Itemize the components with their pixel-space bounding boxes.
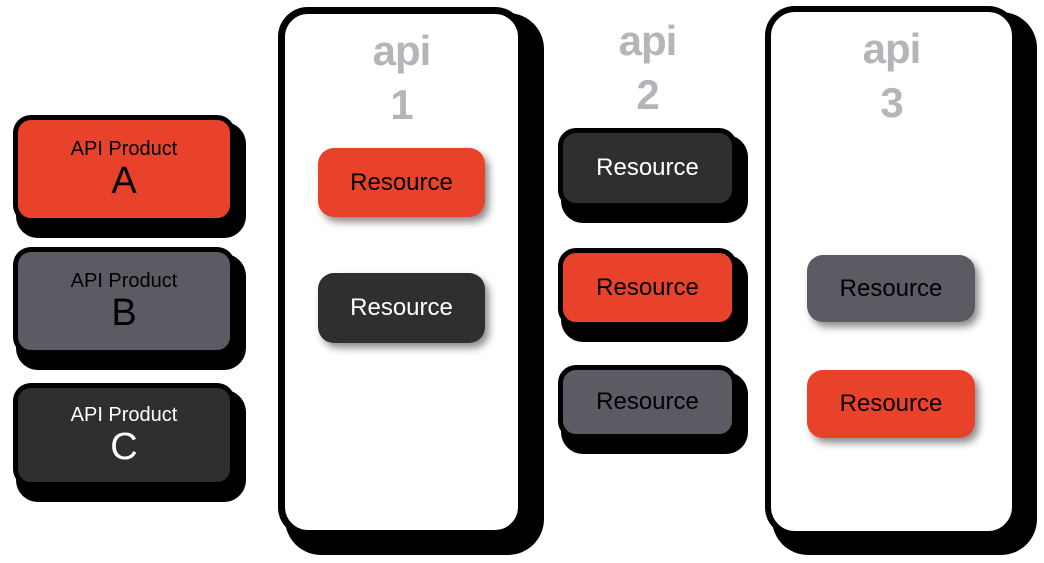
api-3-heading-word: api	[862, 25, 922, 72]
api-2-heading-number: 2	[636, 71, 659, 118]
api-2-resource-1: Resource	[558, 128, 737, 208]
api-product-c-letter: C	[110, 426, 138, 468]
api-1-heading: api 1	[285, 24, 518, 132]
api-2-heading: api 2	[558, 14, 737, 122]
api-product-c-label: API Product	[70, 404, 178, 426]
api-product-c-box: API Product C	[13, 383, 235, 487]
api-3-heading-number: 3	[880, 79, 903, 126]
api-1-resource-1: Resource	[318, 148, 485, 217]
api-2-resource-3: Resource	[558, 365, 737, 439]
api-3-resource-2: Resource	[807, 370, 975, 438]
api-1-heading-number: 1	[390, 81, 413, 128]
api-product-b-box: API Product B	[13, 247, 235, 355]
api-3-heading: api 3	[771, 22, 1012, 130]
api-1-resource-2: Resource	[318, 273, 485, 343]
api-2-resource-2: Resource	[558, 248, 737, 327]
api-product-a-box: API Product A	[13, 115, 235, 223]
api-3-resource-1: Resource	[807, 255, 975, 322]
api-3-panel: api 3 Resource Resource	[765, 6, 1018, 537]
api-product-b-letter: B	[111, 292, 137, 334]
api-1-heading-word: api	[372, 27, 432, 74]
api-2-heading-word: api	[618, 17, 678, 64]
api-1-panel: api 1 Resource Resource	[278, 7, 525, 537]
api-product-b-label: API Product	[70, 270, 178, 292]
api-product-a-letter: A	[111, 160, 137, 202]
api-product-a-label: API Product	[70, 138, 178, 160]
